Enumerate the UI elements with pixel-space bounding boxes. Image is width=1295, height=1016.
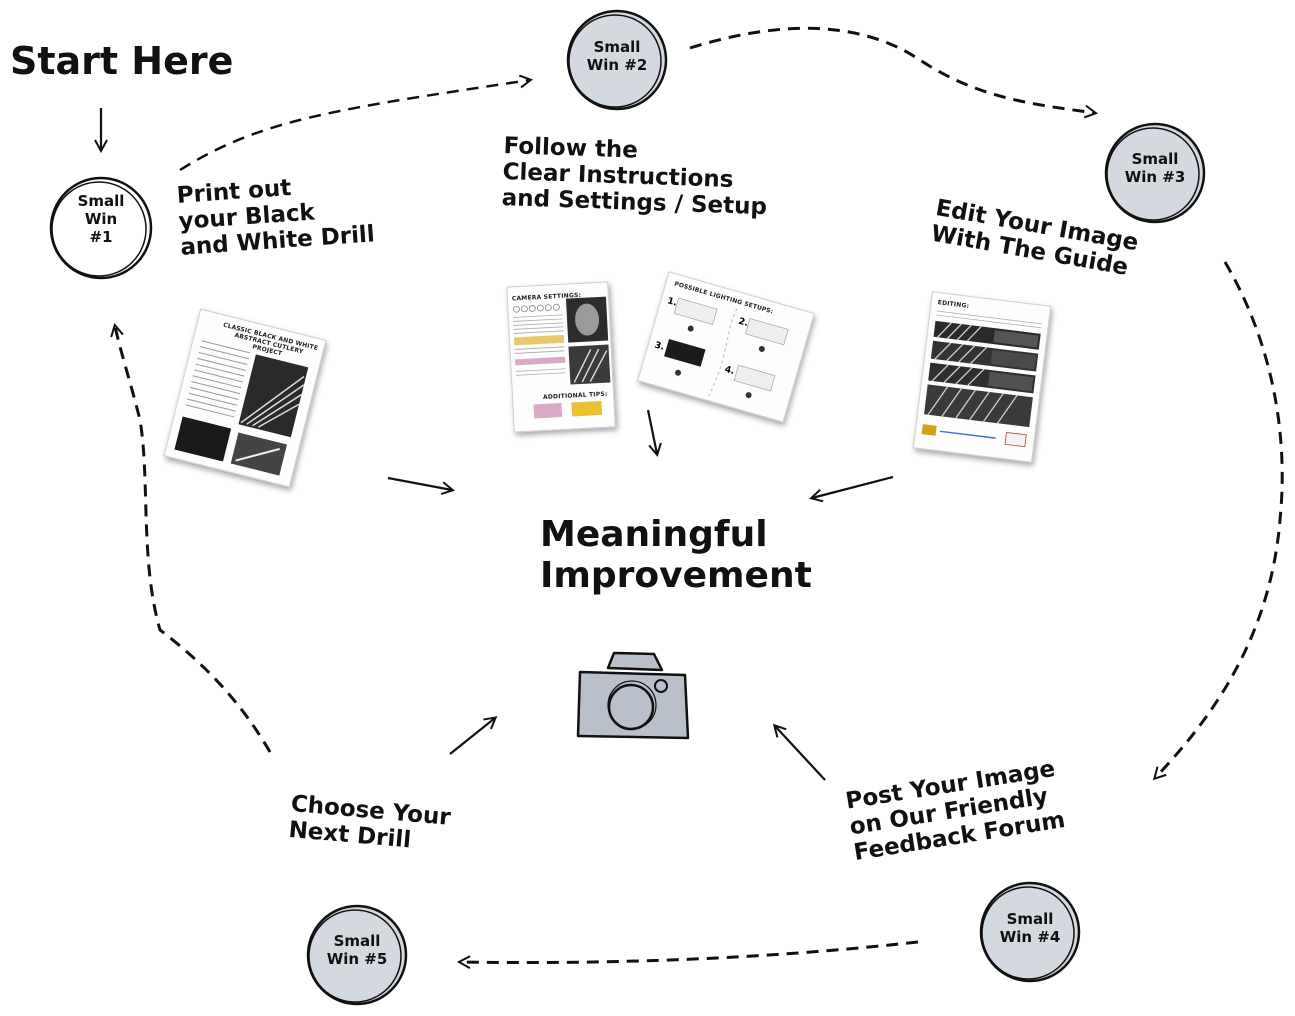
step1-text: Print out your Black and White Drill (175, 175, 376, 261)
win-circle-5 (306, 904, 408, 1006)
svg-text:3.: 3. (653, 340, 665, 352)
svg-text:1.: 1. (666, 296, 678, 308)
dashed-arrow-1-to-2 (179, 80, 530, 172)
dashed-arrow-4-to-5 (460, 940, 919, 963)
tip-card-2 (571, 400, 603, 417)
camera-icon (576, 651, 690, 740)
win-circle-1 (49, 176, 153, 280)
drill-sheet-graphics (174, 340, 309, 476)
win-label-3: Small Win #3 (1124, 150, 1186, 186)
lighting-diagram-graphics: 1. 2. 3. 4. (653, 296, 789, 399)
arrow-step3-to-center (812, 475, 894, 498)
center-title: Meaningful Improvement (540, 514, 812, 597)
editing-guide-graphics (921, 310, 1042, 448)
win-circle-2 (566, 9, 668, 111)
editing-guide-thumbnail: EDITING: (912, 291, 1052, 463)
step2-text: Follow the Clear Instructions and Settin… (501, 133, 768, 220)
svg-text:4.: 4. (723, 365, 735, 377)
arrow-step4-to-center (775, 726, 826, 781)
camera-settings-thumbnail: CAMERA SETTINGS: (506, 281, 616, 433)
start-label: Start Here (10, 39, 234, 83)
arrow-step5-to-center (449, 718, 495, 755)
dashed-arrow-5-to-1 (115, 326, 272, 753)
win-circle-4 (979, 881, 1081, 983)
drill-sheet-thumbnail: CLASSIC BLACK AND WHITE ABSTRACT CUTLERY… (163, 308, 327, 488)
tip-card-1 (533, 403, 563, 419)
arrow-step2-to-center (646, 409, 657, 454)
win-label-5: Small Win #5 (326, 932, 388, 968)
win-circle-3 (1104, 122, 1206, 224)
camera-settings-graphics (512, 296, 611, 385)
dashed-arrow-3-to-4 (1155, 261, 1284, 778)
svg-text:2.: 2. (737, 317, 749, 329)
lighting-setups-thumbnail: POSSIBLE LIGHTING SETUPS: 1. 2. 3. 4. (637, 271, 815, 423)
win-label-1: Small Win #1 (77, 192, 125, 246)
dashed-arrow-2-to-3 (689, 26, 1095, 113)
win-label-4: Small Win #4 (999, 910, 1061, 946)
win-label-2: Small Win #2 (586, 38, 648, 74)
arrow-step1-to-center (387, 476, 452, 490)
